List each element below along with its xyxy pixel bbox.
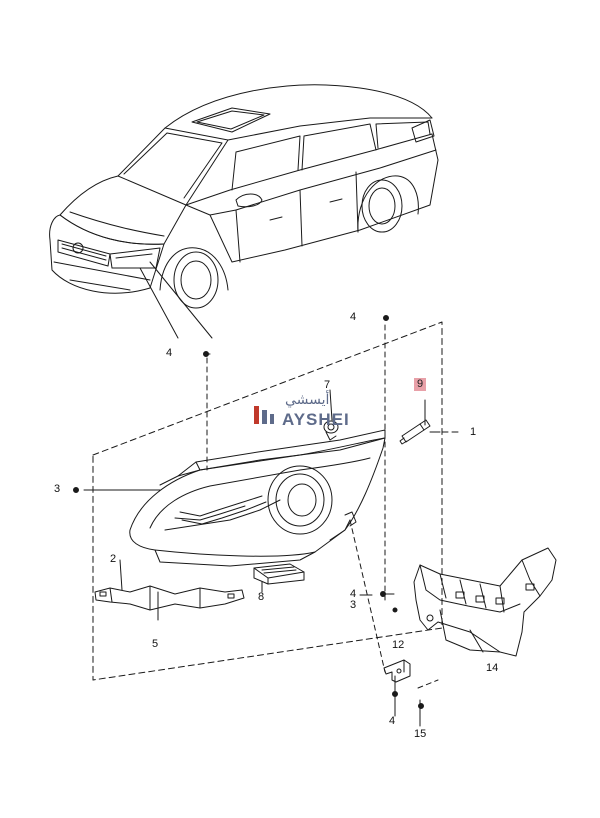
callout-4-bottom: 4 [389,715,396,727]
callout-15: 15 [414,728,427,740]
bracket-part-2-5 [94,585,245,611]
callout-14: 14 [486,662,499,674]
fasteners [73,315,424,709]
callout-3-right: 3 [350,599,357,611]
callout-9-highlighted: 9 [414,378,427,391]
callout-4-mid: 4 [350,588,357,600]
bulb-part-9 [399,419,431,445]
assembly-boundary [92,321,463,681]
callout-5: 5 [152,638,159,650]
brand-logo-icon [254,406,274,424]
callout-1: 1 [470,426,477,438]
brand-latin: AYSHEI [282,410,350,429]
callout-12: 12 [392,639,405,651]
clip-part-12 [383,659,411,683]
callout-4-left: 4 [166,347,173,359]
callout-2: 2 [110,553,117,565]
shield-part-14 [413,547,557,657]
brand-arabic: أيسشي [285,392,330,408]
callout-7: 7 [324,379,331,391]
leader-lines [83,324,484,727]
car-illustration [49,84,439,339]
callout-4-top: 4 [350,311,357,323]
callout-3-left: 3 [54,483,61,495]
brand-watermark: أيسشي AYSHEI [252,392,372,432]
callout-8: 8 [258,591,265,603]
module-part-8 [253,563,305,585]
headlamp-assembly [129,420,386,567]
